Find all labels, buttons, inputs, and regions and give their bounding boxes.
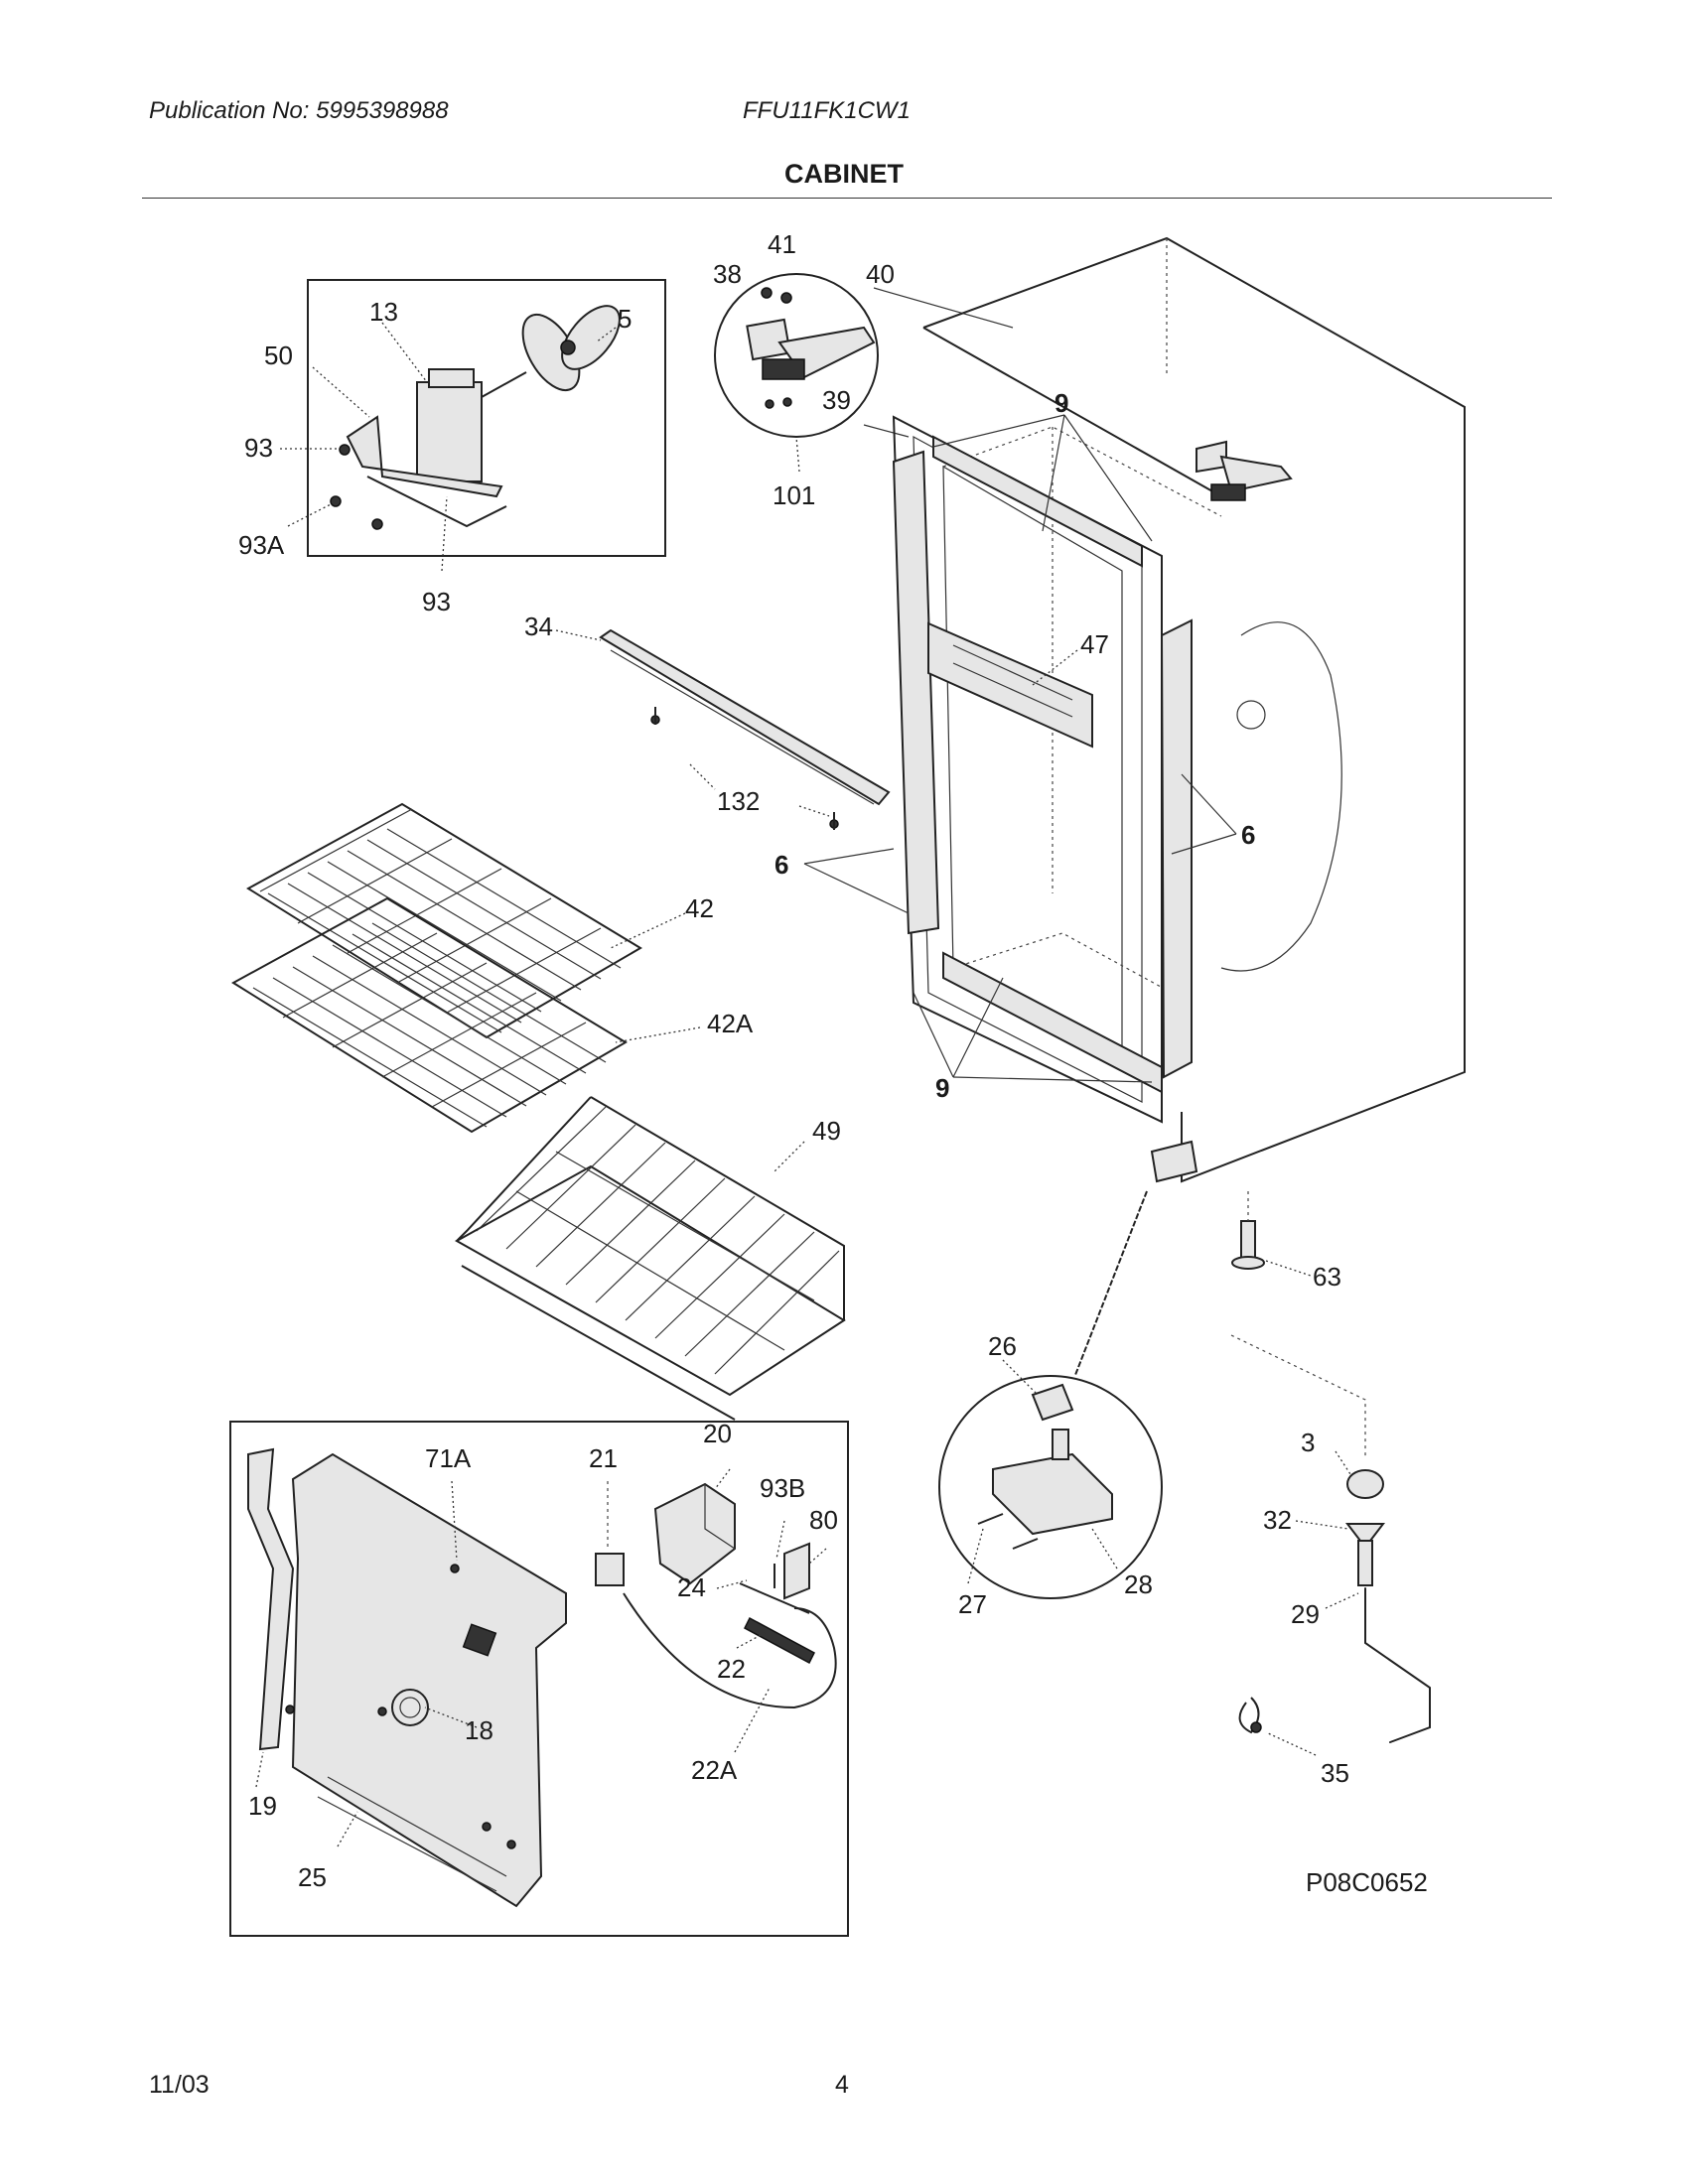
rear-panel-inset bbox=[229, 1421, 849, 1937]
callout-20: 20 bbox=[703, 1419, 732, 1448]
top-hinge-inset bbox=[714, 273, 1014, 473]
callout-34: 34 bbox=[524, 612, 553, 641]
callout-93-lower: 93 bbox=[422, 587, 451, 616]
callout-63: 63 bbox=[1313, 1262, 1341, 1292]
callout-29: 29 bbox=[1291, 1599, 1320, 1629]
page-number: 4 bbox=[835, 2071, 849, 2099]
callout-24: 24 bbox=[677, 1572, 706, 1602]
callout-26: 26 bbox=[988, 1331, 1017, 1361]
callout-71A: 71A bbox=[425, 1443, 472, 1473]
callout-80: 80 bbox=[809, 1505, 838, 1535]
callout-40: 40 bbox=[866, 259, 895, 289]
section-title: CABINET bbox=[784, 159, 904, 189]
diagram-code: P08C0652 bbox=[1306, 1867, 1428, 1897]
callout-6-left: 6 bbox=[774, 850, 788, 880]
wire-basket bbox=[454, 1096, 846, 1421]
callout-50: 50 bbox=[264, 341, 293, 370]
callout-22A: 22A bbox=[691, 1755, 738, 1785]
drain-parts bbox=[1230, 1334, 1431, 1756]
callout-28: 28 bbox=[1124, 1570, 1153, 1599]
callout-22: 22 bbox=[717, 1654, 746, 1684]
callout-42: 42 bbox=[685, 893, 714, 923]
callout-38: 38 bbox=[713, 259, 742, 289]
callout-3: 3 bbox=[1301, 1428, 1315, 1457]
callout-27: 27 bbox=[958, 1589, 987, 1619]
callout-41: 41 bbox=[768, 229, 796, 259]
callout-101: 101 bbox=[773, 480, 815, 510]
callout-32: 32 bbox=[1263, 1505, 1292, 1535]
publication-number: Publication No: 5995398988 bbox=[149, 97, 449, 124]
header-divider bbox=[142, 198, 1552, 199]
callout-49: 49 bbox=[812, 1116, 841, 1146]
callout-5: 5 bbox=[618, 304, 632, 334]
callout-93B: 93B bbox=[760, 1473, 805, 1503]
callout-21: 21 bbox=[589, 1443, 618, 1473]
cabinet-body bbox=[892, 236, 1466, 1277]
callout-93A: 93A bbox=[238, 530, 285, 560]
callout-9-bottom: 9 bbox=[935, 1073, 949, 1103]
callout-18: 18 bbox=[465, 1715, 493, 1745]
callout-93-upper: 93 bbox=[244, 433, 273, 463]
publication-date: 11/03 bbox=[149, 2071, 210, 2099]
wire-shelves bbox=[231, 802, 701, 1134]
callout-9-top: 9 bbox=[1055, 388, 1068, 418]
callout-47: 47 bbox=[1080, 629, 1109, 659]
callout-25: 25 bbox=[298, 1862, 327, 1892]
callout-19: 19 bbox=[248, 1791, 277, 1821]
callout-39: 39 bbox=[822, 385, 851, 415]
bottom-hinge-inset bbox=[938, 1190, 1163, 1599]
model-number: FFU11FK1CW1 bbox=[743, 97, 911, 124]
callout-6-right: 6 bbox=[1241, 820, 1255, 850]
callout-35: 35 bbox=[1321, 1758, 1349, 1788]
shelf-support-bar bbox=[555, 628, 891, 830]
callout-13: 13 bbox=[369, 297, 398, 327]
callout-42A: 42A bbox=[707, 1009, 754, 1038]
fan-motor-inset bbox=[280, 279, 666, 572]
callout-132: 132 bbox=[717, 786, 760, 816]
